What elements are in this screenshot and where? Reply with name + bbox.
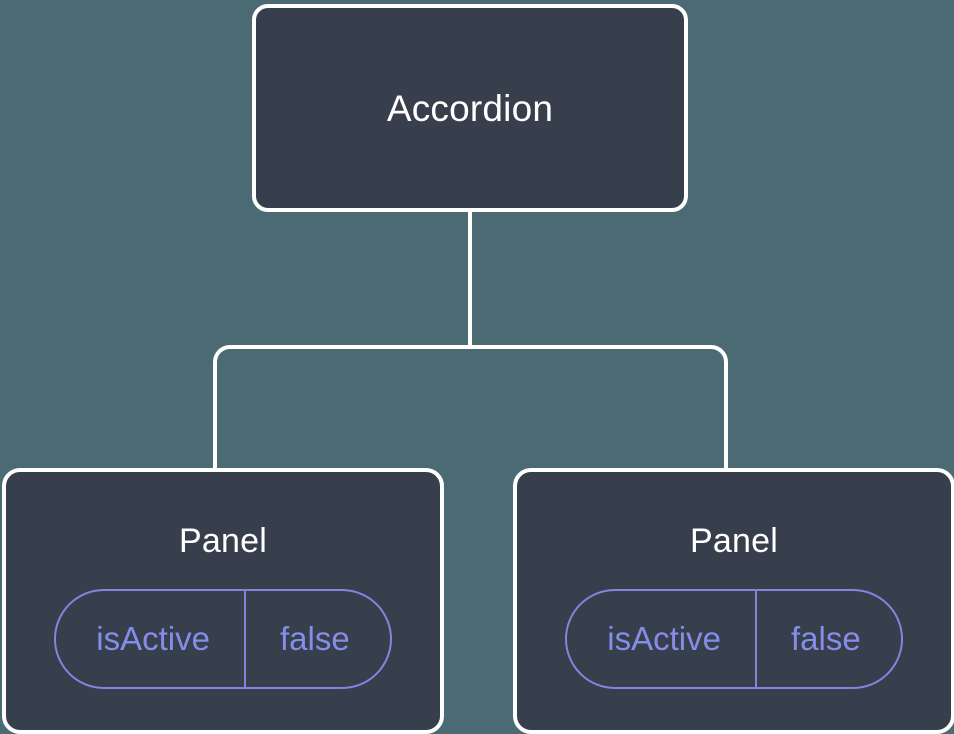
node-panel-2-title: Panel (690, 522, 778, 560)
state-value-panel-2: false (754, 591, 901, 687)
state-key-panel-1: isActive (96, 620, 210, 657)
state-value-panel-1: false (243, 591, 390, 687)
node-panel-1[interactable]: Panel isActive false (2, 468, 444, 734)
node-panel-2[interactable]: Panel isActive false (513, 468, 954, 734)
connector-to-panel-1 (213, 345, 470, 470)
connector-to-panel-2 (470, 345, 728, 470)
node-panel-1-title: Panel (179, 522, 267, 560)
state-badge-panel-1[interactable]: isActive false (54, 589, 392, 689)
state-badge-panel-2[interactable]: isActive false (565, 589, 903, 689)
node-accordion-title: Accordion (386, 87, 554, 129)
node-accordion[interactable]: Accordion (252, 4, 688, 212)
state-key-panel-2: isActive (607, 620, 721, 657)
